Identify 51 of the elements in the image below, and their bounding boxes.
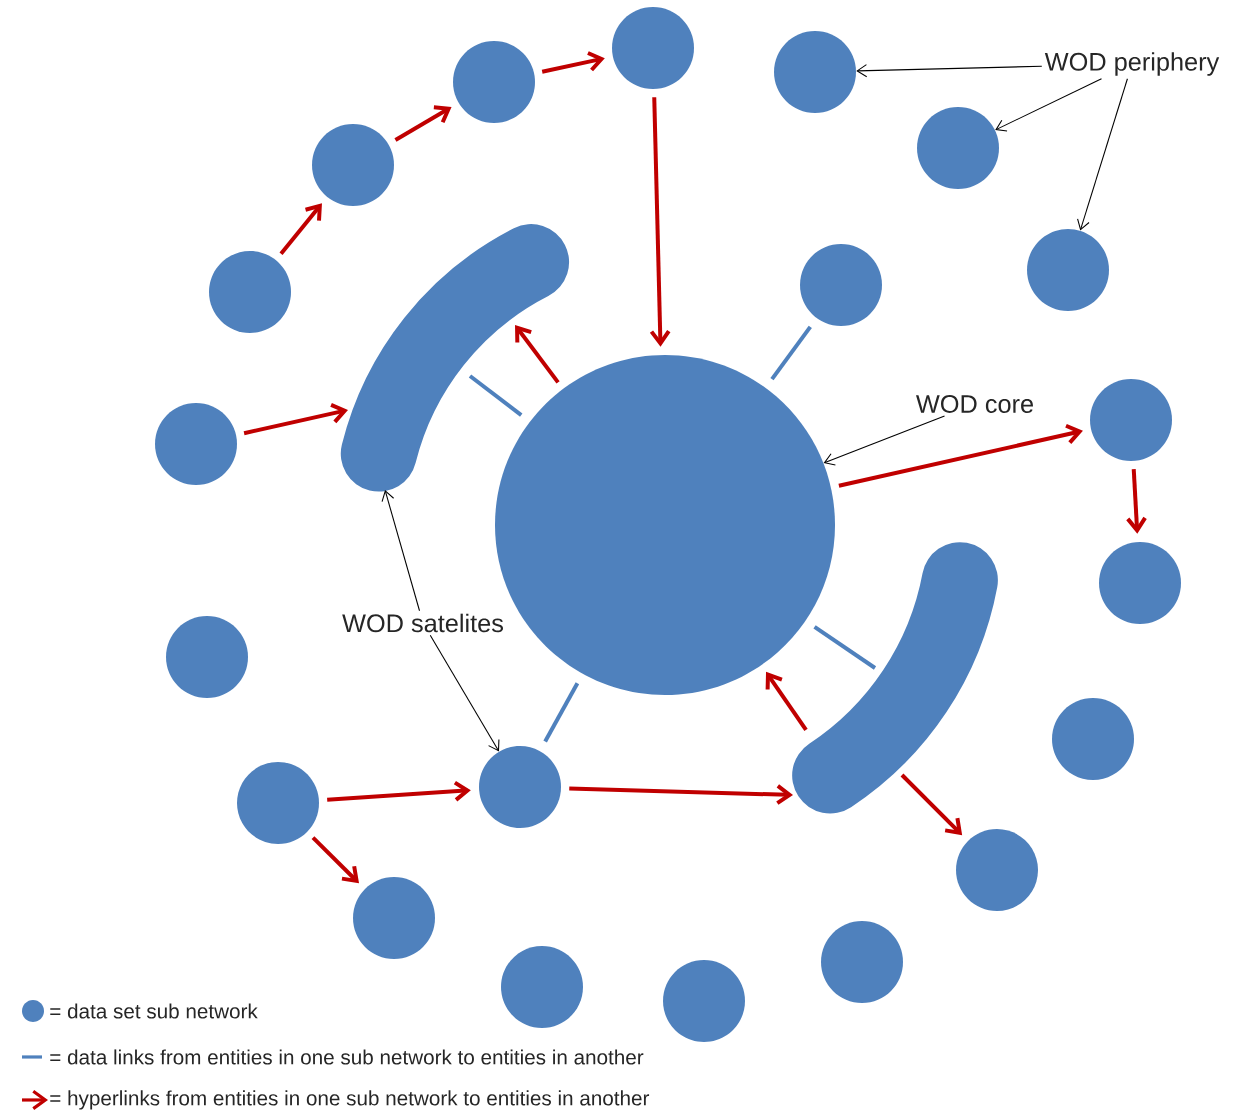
network-circle [1090, 379, 1172, 461]
hyperlink-arrow [394, 105, 452, 142]
data-link-line [543, 682, 580, 743]
network-circle [453, 41, 535, 123]
network-circle [237, 762, 319, 844]
hyperlink-arrow [900, 773, 963, 836]
hyperlink-arrow [838, 423, 1083, 488]
hyperlink-arrow [279, 203, 322, 255]
legend-text: = hyperlinks from entities in one sub network to entities in another [50, 1090, 650, 1110]
network-circle [821, 921, 903, 1003]
hyperlink-arrow [569, 784, 793, 805]
network-circle [353, 877, 435, 959]
hyperlink-arrow [765, 671, 808, 732]
leader-line [856, 64, 1043, 78]
leader-line [1077, 78, 1128, 231]
hyperlink-arrow [515, 325, 560, 384]
network-circle [479, 746, 561, 828]
hyperlink-arrow [311, 836, 360, 884]
hyperlink-arrow [327, 780, 471, 802]
leader-line [429, 634, 500, 752]
network-circle [501, 946, 583, 1028]
leader-line [381, 489, 421, 612]
satellite-arc [792, 542, 998, 814]
network-circle [917, 107, 999, 189]
network-circle [1027, 229, 1109, 311]
network-circle [155, 403, 237, 485]
data-link-line [770, 325, 812, 381]
network-circle [956, 829, 1038, 911]
network-circle [612, 7, 694, 89]
network-circle [800, 244, 882, 326]
network-circle [166, 616, 248, 698]
callout-label: WOD periphery [1044, 52, 1220, 76]
satellite-arc [340, 224, 570, 492]
hyperlink-arrow [541, 51, 605, 74]
callout-label: WOD core [916, 395, 1033, 413]
leader-line [995, 78, 1103, 132]
hyperlink-arrow [1126, 469, 1147, 534]
data-link-line [468, 374, 523, 417]
network-circle [1099, 542, 1181, 624]
hyperlink-arrow [243, 403, 348, 436]
network-circle [1052, 698, 1134, 780]
legend-text: = data links from entities in one sub network to entities in another [50, 1049, 644, 1065]
network-circle [774, 31, 856, 113]
network-circle [209, 251, 291, 333]
network-circle [312, 124, 394, 206]
legend-text: = data set sub network [50, 1003, 258, 1019]
hyperlink-arrow [649, 97, 671, 347]
callout-label: WOD satelites [342, 613, 503, 633]
leader-line [823, 415, 946, 466]
data-link-line [813, 625, 877, 670]
network-circle [663, 960, 745, 1042]
